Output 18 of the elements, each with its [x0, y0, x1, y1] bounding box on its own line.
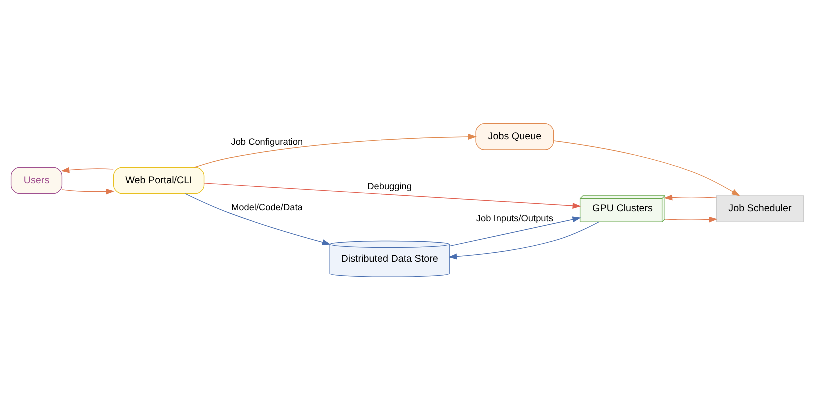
arrow: [204, 182, 582, 208]
node-box: Users: [10, 166, 63, 194]
arrow: [194, 134, 477, 168]
node-box: Jobs Queue: [476, 122, 554, 150]
arrow: [448, 221, 600, 260]
node-box: Web Portal/CLI: [113, 166, 205, 194]
edge-label: Job Configuration: [231, 136, 304, 146]
edge-label: Model/Code/Data: [231, 202, 303, 212]
arrow: [450, 216, 582, 246]
arrow: [61, 166, 114, 173]
arrow: [554, 140, 740, 196]
edge-label: Debugging: [368, 180, 412, 191]
edge-label: Job Inputs/Outputs: [476, 212, 554, 223]
arrow: [664, 216, 718, 222]
node-box: Job Scheduler: [716, 195, 804, 222]
arrow: [185, 193, 331, 245]
arrow: [664, 194, 718, 200]
arrow: [62, 188, 115, 194]
